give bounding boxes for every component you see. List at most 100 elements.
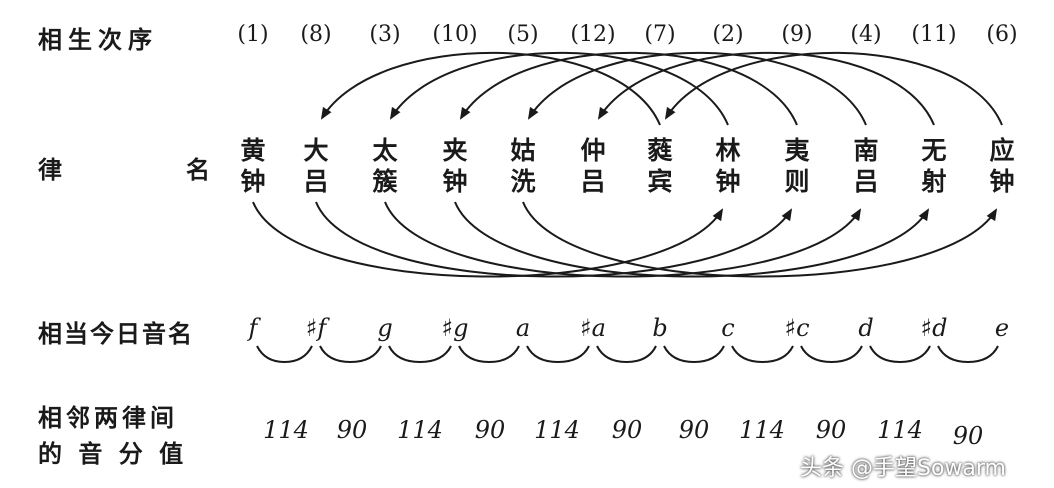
note-6: ♯a — [580, 314, 606, 342]
order-4: (10) — [432, 22, 478, 47]
cents-2: 90 — [336, 416, 368, 444]
lv-name-9: 夷则 — [777, 135, 817, 197]
lv-char: 宾 — [647, 167, 673, 196]
lv-name-5: 姑洗 — [503, 135, 543, 197]
interval-bracket-9 — [800, 345, 863, 364]
cents-4: 90 — [474, 416, 506, 444]
arc-down-7 — [320, 51, 661, 126]
order-12: (6) — [986, 22, 1018, 47]
interval-bracket-2 — [319, 345, 382, 364]
note-3: g — [377, 314, 393, 342]
arc-down-6 — [664, 51, 1003, 126]
lv-char: 夷 — [784, 136, 810, 165]
lv-char: 无 — [921, 136, 947, 165]
lv-char: 则 — [784, 167, 810, 196]
label-lv-name-a: 律 — [38, 156, 68, 184]
lv-char: 夹 — [442, 136, 468, 165]
lv-char: 钟 — [442, 167, 468, 196]
note-12: e — [994, 314, 1010, 342]
interval-bracket-5 — [526, 345, 590, 364]
lv-name-8: 林钟 — [708, 135, 748, 197]
note-2: ♯f — [305, 314, 327, 342]
order-1: (1) — [237, 22, 269, 47]
arc-up-3 — [384, 201, 862, 278]
interval-bracket-4 — [458, 345, 520, 364]
lv-char: 仲 — [580, 136, 606, 165]
lv-char: 太 — [372, 136, 398, 165]
lv-name-4: 夹钟 — [435, 135, 475, 197]
note-5: a — [515, 314, 531, 342]
note-4: ♯g — [441, 314, 469, 342]
interval-bracket-10 — [869, 345, 931, 364]
lv-char: 簇 — [372, 167, 398, 196]
label-modern-note: 相当今日音名 — [38, 320, 194, 348]
lv-name-10: 南吕 — [846, 135, 886, 197]
lv-name-3: 太簇 — [365, 135, 405, 197]
lv-char: 射 — [921, 167, 947, 196]
arc-down-4 — [527, 51, 867, 126]
watermark: 头条 @手望Sowarm — [800, 456, 1006, 481]
arc-up-1 — [252, 201, 724, 278]
order-10: (4) — [850, 22, 882, 47]
lv-name-6: 仲吕 — [573, 135, 613, 197]
note-9: ♯c — [784, 314, 810, 342]
lv-char: 林 — [715, 136, 741, 165]
note-1: f — [248, 314, 258, 342]
lv-char: 钟 — [240, 167, 266, 196]
cents-10: 114 — [877, 416, 923, 444]
order-8: (2) — [712, 22, 744, 47]
arc-up-8 — [315, 201, 793, 278]
lv-char: 南 — [853, 136, 879, 165]
lv-name-1: 黄钟 — [233, 135, 273, 197]
order-6: (12) — [570, 22, 616, 47]
arc-up-5 — [522, 201, 998, 278]
cents-9: 90 — [815, 416, 847, 444]
interval-bracket-11 — [937, 345, 999, 364]
note-8: c — [721, 314, 735, 342]
cents-6: 90 — [611, 416, 643, 444]
label-cents-1: 相邻两律间 — [38, 404, 178, 432]
lv-char: 蕤 — [647, 136, 673, 165]
interval-bracket-6 — [596, 345, 657, 364]
label-cents-2: 的 音 分 值 — [38, 440, 188, 468]
lv-char: 应 — [989, 136, 1015, 165]
arc-up-10 — [454, 201, 930, 278]
order-3: (3) — [369, 22, 401, 47]
lv-name-7: 蕤宾 — [640, 135, 680, 197]
lv-char: 姑 — [510, 136, 536, 165]
arc-down-2 — [389, 51, 729, 126]
interval-bracket-1 — [256, 345, 313, 364]
cents-8: 114 — [739, 416, 785, 444]
lv-char: 黄 — [240, 136, 266, 165]
interval-bracket-3 — [388, 345, 452, 364]
cents-7: 90 — [678, 416, 710, 444]
note-10: d — [858, 314, 874, 342]
arc-down-11 — [597, 51, 935, 126]
note-11: ♯d — [920, 314, 948, 342]
order-7: (7) — [644, 22, 676, 47]
order-9: (9) — [781, 22, 813, 47]
lv-char: 大 — [303, 136, 329, 165]
arc-down-9 — [459, 51, 798, 126]
lv-char: 钟 — [989, 167, 1015, 196]
lv-char: 吕 — [580, 167, 606, 196]
lv-char: 洗 — [510, 167, 536, 196]
interval-bracket-8 — [731, 345, 794, 364]
lv-char: 钟 — [715, 167, 741, 196]
lv-char: 吕 — [853, 167, 879, 196]
interval-bracket-7 — [663, 345, 725, 364]
cents-1: 114 — [263, 416, 309, 444]
lv-char: 吕 — [303, 167, 329, 196]
cents-3: 114 — [397, 416, 443, 444]
order-2: (8) — [300, 22, 332, 47]
lv-name-2: 大吕 — [296, 135, 336, 197]
note-7: b — [652, 314, 668, 342]
cents-5: 114 — [534, 416, 580, 444]
cents-11: 90 — [952, 422, 984, 450]
label-lv-name-b: 名 — [186, 156, 216, 184]
order-11: (11) — [911, 22, 957, 47]
lv-name-11: 无射 — [914, 135, 954, 197]
label-generation-order: 相生次序 — [38, 26, 158, 54]
order-5: (5) — [507, 22, 539, 47]
